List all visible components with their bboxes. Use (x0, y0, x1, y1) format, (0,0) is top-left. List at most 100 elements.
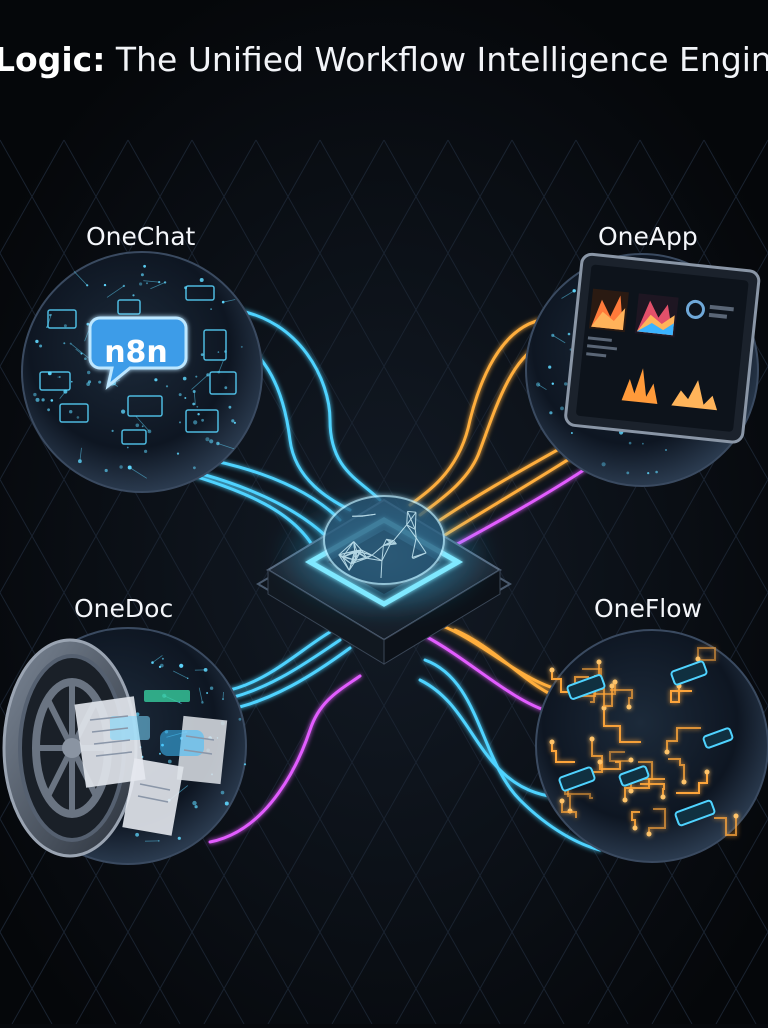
network-dot (239, 718, 242, 721)
label-onedoc: OneDoc (74, 594, 173, 623)
network-dot (626, 472, 629, 475)
network-dot (146, 282, 148, 284)
network-dot (112, 430, 114, 432)
network-dot (33, 393, 36, 396)
oneapp-sphere (526, 253, 760, 486)
circuit-pad (550, 668, 555, 673)
network-dot (192, 403, 195, 406)
network-dot (244, 763, 246, 765)
label-oneflow: OneFlow (594, 594, 702, 623)
network-dot (665, 449, 667, 451)
network-dot (183, 377, 187, 381)
brain-mesh-edge (362, 516, 364, 517)
circuit-pad (590, 737, 595, 742)
network-dot (154, 378, 157, 381)
network-dot (225, 802, 229, 806)
circuit-pad (647, 832, 652, 837)
network-dot (629, 442, 632, 445)
network-dot (195, 805, 198, 808)
circuit-pad (629, 789, 634, 794)
label-onechat: OneChat (86, 222, 195, 251)
network-dot (168, 760, 172, 764)
network-dot (166, 385, 168, 387)
network-dot (642, 443, 644, 445)
network-dot (104, 284, 106, 286)
circuit-pad (623, 798, 628, 803)
network-dot (571, 432, 573, 434)
network-dot (548, 366, 551, 369)
network-dot (200, 278, 204, 282)
page-title: Logic: The Unified Workflow Intelligence… (0, 40, 768, 79)
circuit-pad (610, 684, 615, 689)
network-dot (210, 308, 212, 310)
circuit-pad (633, 826, 638, 831)
circuit-pad (598, 760, 603, 765)
network-dot (549, 411, 552, 414)
network-dot (86, 382, 90, 386)
network-dot (47, 408, 50, 411)
network-dot (42, 398, 45, 401)
network-dot (98, 381, 101, 384)
label-oneapp: OneApp (598, 222, 698, 251)
network-dot (51, 399, 54, 402)
network-dot (218, 351, 220, 353)
network-dot (229, 406, 232, 409)
circuit-pad (613, 680, 618, 685)
network-dot (193, 466, 196, 469)
network-dot (647, 472, 649, 474)
network-dot (568, 333, 571, 336)
network-dot (139, 282, 142, 285)
network-dot (201, 419, 204, 422)
network-dot (36, 398, 40, 402)
network-dot (602, 462, 606, 466)
circuit-pad (705, 770, 710, 775)
network-dot (119, 465, 122, 468)
circuit-pad (665, 750, 670, 755)
network-dot (144, 450, 147, 453)
network-dot (87, 371, 90, 374)
network-dot (209, 439, 213, 443)
network-dot (39, 345, 42, 348)
network-dot (135, 833, 139, 837)
network-dot (221, 791, 225, 795)
network-dot (196, 406, 198, 408)
network-dot (71, 381, 73, 383)
network-dot (64, 324, 67, 327)
dashboard-tablet (565, 253, 760, 443)
network-dot (197, 413, 199, 415)
network-dot (201, 353, 204, 356)
oneflow-sphere (536, 630, 768, 862)
network-dot (159, 753, 161, 755)
title-text: The Unified Workflow Intelligence Engine (116, 40, 768, 79)
title-brand: Logic: (0, 40, 105, 79)
network-dot (193, 420, 197, 424)
onechat-sphere: n8n (22, 252, 262, 492)
circuit-pad (629, 758, 634, 763)
circuit-pad (734, 814, 739, 819)
circuit-pad (682, 780, 687, 785)
brain-mesh-edge (352, 516, 363, 517)
network-dot (141, 273, 144, 276)
network-dot (241, 346, 243, 348)
network-dot (206, 692, 208, 694)
network-dot (77, 416, 80, 419)
network-dot (63, 342, 65, 344)
network-dot (121, 410, 125, 414)
network-dot (105, 469, 108, 472)
circuit-pad (597, 660, 602, 665)
network-dot (160, 664, 164, 668)
network-dot (69, 410, 72, 413)
network-dot (132, 294, 134, 296)
n8n-bubble-text: n8n (104, 335, 168, 370)
network-dot (210, 687, 213, 690)
network-dot (178, 837, 181, 840)
network-dot (655, 471, 658, 474)
network-dot (564, 382, 567, 385)
network-dot (143, 265, 146, 268)
network-dot (136, 424, 140, 428)
network-dot (142, 425, 144, 427)
network-dot (184, 397, 186, 399)
crystal-brain (324, 496, 444, 584)
